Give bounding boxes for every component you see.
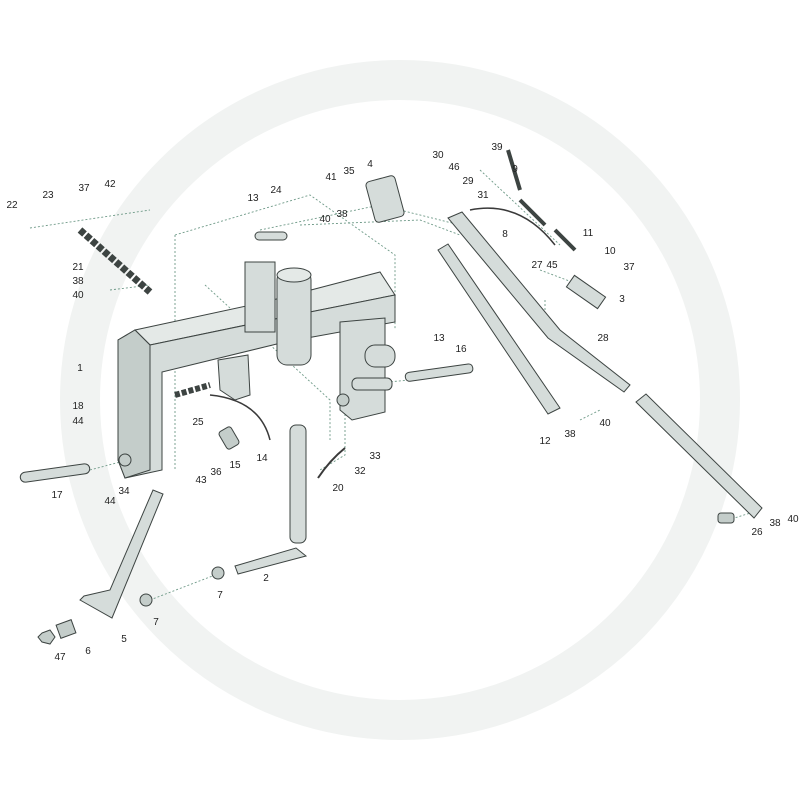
callout-label: 5 [121,634,127,645]
callout-label: 17 [51,490,63,501]
callout-label: 40 [72,290,84,301]
callout-label: 18 [72,401,84,412]
lower-parts [19,207,735,645]
callout-label: 46 [448,162,460,173]
callout-label: 39 [491,142,503,153]
lift-arms [365,175,763,519]
callout-label: 33 [369,451,381,462]
callout-label: 20 [332,483,344,494]
callout-label: 6 [85,646,91,657]
arm-8 [447,211,631,393]
callout-label: 8 [502,229,508,240]
callout-label: 13 [433,333,445,344]
callout-label: 1 [77,363,83,374]
callout-label: 28 [597,333,609,344]
callout-label: 10 [604,246,616,257]
callout-label: 29 [462,176,474,187]
chains [77,149,577,398]
callout-label: 15 [229,460,241,471]
callout-label: 24 [270,185,282,196]
main-frame [117,261,396,479]
callout-label: 23 [42,190,54,201]
callout-label: 31 [477,190,489,201]
callout-label: 34 [118,486,130,497]
callout-label: 7 [217,590,223,601]
post-plate [244,261,276,333]
callout-label: 7 [153,617,159,628]
callout-label: 26 [751,527,763,538]
callout-label: 38 [769,518,781,529]
callout-label: 40 [599,418,611,429]
callout-label: 3 [619,294,625,305]
callout-label: 4 [367,159,373,170]
callout-label: 21 [72,262,84,273]
background-watermark [60,60,740,740]
callout-label: 37 [623,262,635,273]
callout-label: 47 [54,652,66,663]
callout-label: 27 [531,260,543,271]
bracket-4 [365,175,405,223]
callout-label: 38 [336,209,348,220]
callout-labels: 22 23 37 42 21 38 40 24 13 41 35 4 38 40… [6,142,799,663]
callout-label: 42 [104,179,116,190]
callout-label: 12 [539,436,551,447]
callout-label: 43 [195,475,207,486]
callout-label: 38 [72,276,84,287]
callout-label: 22 [6,200,18,211]
callout-label: 44 [72,416,84,427]
callout-label: 35 [343,166,355,177]
callout-label: 45 [546,260,558,271]
arm-26 [635,393,763,519]
callout-label: 44 [104,496,116,507]
arm-12 [437,243,561,415]
callout-label: 16 [455,344,467,355]
callout-label: 14 [256,453,268,464]
callout-label: 36 [210,467,222,478]
callout-label: 40 [319,214,331,225]
callout-label: 11 [583,228,594,239]
post [276,269,312,366]
callout-label: 30 [432,150,444,161]
bracket-3 [565,274,607,310]
callout-label: 9 [512,164,518,175]
callout-label: 13 [247,193,259,204]
callout-label: 2 [263,573,269,584]
callout-label: 40 [787,514,799,525]
callout-label: 38 [564,429,576,440]
callout-label: 32 [354,466,366,477]
callout-label: 37 [78,183,90,194]
callout-label: 25 [192,417,204,428]
callout-label: 41 [325,172,337,183]
